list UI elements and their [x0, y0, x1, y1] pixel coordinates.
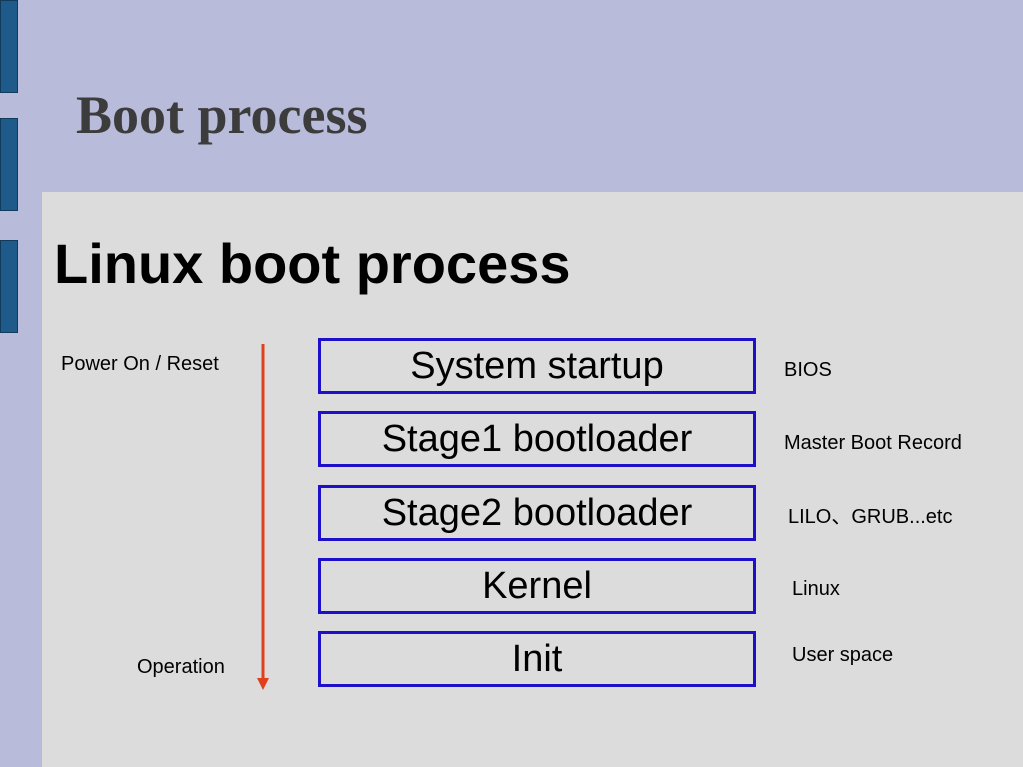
- stage-note-bios: BIOS: [784, 359, 832, 381]
- side-accent-bar-3: [0, 240, 18, 333]
- stage-note-linux: Linux: [792, 578, 840, 600]
- stage-box-system-startup: System startup: [318, 338, 756, 394]
- timeline-end-label: Operation: [137, 656, 225, 678]
- stage-box-stage1-bootloader: Stage1 bootloader: [318, 411, 756, 467]
- side-accent-bar-1: [0, 0, 18, 93]
- timeline-arrow: [257, 344, 269, 690]
- slide-title: Boot process: [76, 85, 368, 145]
- stage-box-stage2-bootloader: Stage2 bootloader: [318, 485, 756, 541]
- stage-note-bootloaders: LILO、GRUB...etc: [788, 506, 953, 528]
- timeline-arrow-head: [257, 678, 269, 690]
- stage-note-mbr: Master Boot Record: [784, 432, 962, 454]
- side-accent-bar-2: [0, 118, 18, 211]
- stage-box-kernel: Kernel: [318, 558, 756, 614]
- content-heading: Linux boot process: [54, 232, 571, 295]
- stage-box-init: Init: [318, 631, 756, 687]
- stage-note-user-space: User space: [792, 644, 894, 666]
- timeline-start-label: Power On / Reset: [61, 353, 219, 375]
